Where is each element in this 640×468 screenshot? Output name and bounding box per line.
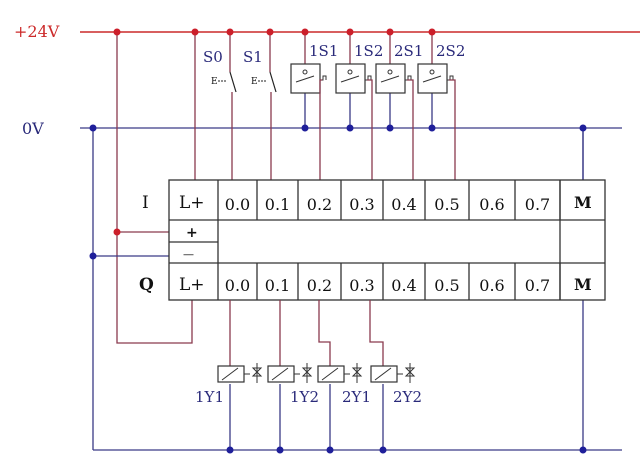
- wire-q-supply: [116, 32, 193, 344]
- input-address-3: 0.3: [349, 195, 374, 214]
- output-address-6: 0.6: [479, 276, 504, 295]
- junction-dot: [113, 228, 121, 236]
- rail-label-0v: 0V: [22, 119, 44, 138]
- solenoid-label: 2Y1: [342, 388, 371, 406]
- output-supply-label: L+: [179, 275, 205, 295]
- output-common-label: M: [574, 275, 592, 294]
- output-address-3: 0.3: [349, 276, 374, 295]
- valve-icon: [404, 363, 416, 383]
- junction-dot: [379, 446, 387, 454]
- switch-s1: E S1: [243, 32, 277, 180]
- input-address-7: 0.7: [525, 195, 550, 214]
- output-address-2: 0.2: [307, 276, 332, 295]
- minus-label: —: [183, 248, 194, 261]
- output-address-5: 0.5: [434, 276, 459, 295]
- junction-dot: [226, 28, 234, 36]
- solenoid-label: 2Y2: [393, 388, 422, 406]
- junction-dot: [346, 28, 354, 36]
- solenoid-2y1: 2Y1: [317, 300, 371, 450]
- sensor-label: 1S1: [309, 42, 338, 60]
- valve-icon: [351, 363, 363, 383]
- junction-dot: [579, 446, 587, 454]
- input-supply-label: L+: [179, 193, 205, 213]
- sensor-2s1: 2S1: [375, 32, 423, 180]
- input-row-label: I: [142, 193, 149, 213]
- junction-dot: [301, 28, 309, 36]
- solenoid-2y2: 2Y2: [369, 300, 422, 450]
- input-address-1: 0.1: [265, 195, 290, 214]
- input-address-6: 0.6: [479, 195, 504, 214]
- sensor-label: 2S1: [394, 42, 423, 60]
- junction-dot: [346, 124, 354, 132]
- sensor-label: 2S2: [436, 42, 465, 60]
- output-address-4: 0.4: [391, 276, 416, 295]
- sensor-2s2: 2S2: [417, 32, 465, 180]
- valve-icon: [301, 363, 313, 383]
- output-row-label: Q: [139, 275, 154, 295]
- switch-s0: E S0: [203, 32, 237, 180]
- junction-dot: [326, 446, 334, 454]
- junction-dot: [191, 28, 199, 36]
- svg-text:E: E: [251, 77, 258, 87]
- plc-module: I Q L+ L+ + — M M 0.0 0.0 0.1 0.1 0.2 0.2 0.3 0…: [139, 179, 606, 301]
- solenoid-1y1: 1Y1: [195, 300, 263, 450]
- junction-dot: [89, 252, 97, 260]
- junction-dot: [266, 28, 274, 36]
- plus-label: +: [186, 225, 198, 241]
- junction-dot: [428, 124, 436, 132]
- output-address-0: 0.0: [225, 276, 250, 295]
- junction-dot: [276, 446, 284, 454]
- input-common-label: M: [574, 193, 592, 212]
- output-address-1: 0.1: [265, 276, 290, 295]
- solenoid-label: 1Y1: [195, 388, 224, 406]
- input-address-5: 0.5: [434, 195, 459, 214]
- solenoid-label: 1Y2: [290, 388, 319, 406]
- junction-dot: [428, 28, 436, 36]
- rail-label-24v: +24V: [14, 22, 60, 41]
- junction-dot: [89, 124, 97, 132]
- junction-dot: [301, 124, 309, 132]
- sensor-1s2: 1S2: [335, 32, 383, 180]
- svg-text:E: E: [211, 77, 218, 87]
- junction-dot: [226, 446, 234, 454]
- junction-dot: [579, 124, 587, 132]
- input-address-4: 0.4: [391, 195, 416, 214]
- sensor-label: 1S2: [354, 42, 383, 60]
- solenoid-1y2: 1Y2: [267, 300, 319, 450]
- valve-icon: [251, 363, 263, 383]
- input-address-0: 0.0: [225, 195, 250, 214]
- junction-dot: [113, 28, 121, 36]
- output-address-7: 0.7: [525, 276, 550, 295]
- switch-label: S0: [203, 48, 223, 66]
- junction-dot: [386, 124, 394, 132]
- input-address-2: 0.2: [307, 195, 332, 214]
- sensor-1s1: 1S1: [290, 32, 338, 180]
- junction-dot: [386, 28, 394, 36]
- switch-label: S1: [243, 48, 263, 66]
